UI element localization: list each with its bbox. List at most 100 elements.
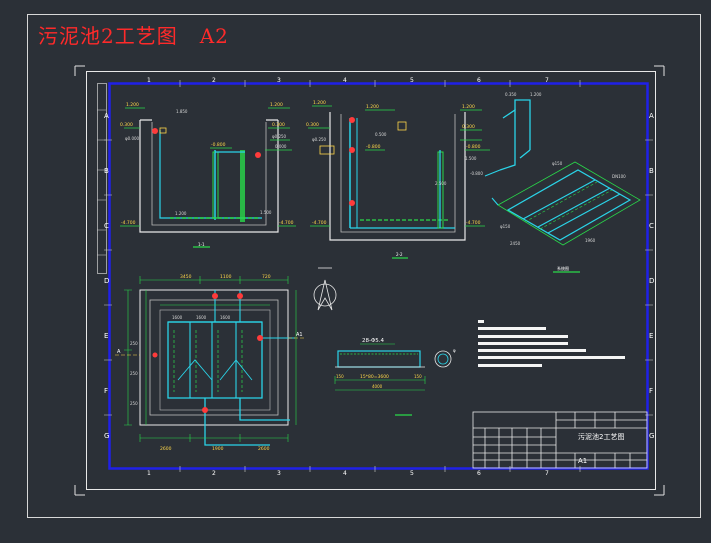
grid-column-label: 2: [212, 77, 216, 84]
grid-row-label: B: [104, 167, 109, 175]
svg-text:-4.700: -4.700: [466, 220, 481, 226]
svg-text:1.200: 1.200: [126, 102, 139, 108]
grid-row-label: A: [104, 112, 109, 120]
svg-text:0.300: 0.300: [306, 122, 319, 128]
svg-text:2600: 2600: [160, 446, 172, 452]
grid-column-label: 6: [477, 77, 481, 84]
plan-view[interactable]: 3450 1100 720 2600 1900 2600 1600 1600 1…: [115, 274, 412, 452]
svg-text:1.850: 1.850: [176, 109, 188, 114]
grid-column-label: 5: [410, 470, 414, 477]
grid-row-label: G: [104, 432, 110, 440]
svg-text:250: 250: [130, 341, 138, 346]
svg-text:4000: 4000: [372, 384, 383, 389]
svg-text:0.000: 0.000: [275, 144, 287, 149]
svg-text:250: 250: [130, 371, 138, 376]
svg-text:-0.800: -0.800: [366, 144, 381, 150]
svg-text:15*80=3600: 15*80=3600: [360, 374, 389, 380]
svg-text:2450: 2450: [510, 241, 521, 246]
svg-text:φ0.000: φ0.000: [125, 136, 140, 141]
sheet-size-label: A2: [199, 24, 229, 48]
section-view-2[interactable]: 1.200 1.200 1.200 0.300 0.300 -0.800 -0.800…: [306, 100, 490, 259]
grid-column-label: 7: [545, 77, 549, 84]
svg-text:150: 150: [336, 374, 344, 379]
svg-text:2.500: 2.500: [435, 181, 447, 186]
grid-column-label: 3: [277, 77, 281, 84]
svg-text:φ150: φ150: [500, 224, 511, 229]
grid-row-label: F: [649, 387, 654, 395]
svg-text:1.200: 1.200: [530, 92, 542, 97]
binding-ticks: [97, 109, 106, 256]
svg-text:0.300: 0.300: [272, 122, 285, 128]
isometric-pipe-view[interactable]: 0.350 1.200 -0.800 φ150 DN100 2450 1960 φ150…: [470, 92, 641, 273]
svg-text:1960: 1960: [585, 238, 596, 243]
svg-text:1.500: 1.500: [465, 156, 477, 161]
svg-text:1.200: 1.200: [462, 104, 475, 110]
svg-text:-0.800: -0.800: [470, 171, 483, 176]
inner-border: [108, 82, 649, 470]
north-arrow: [313, 267, 337, 311]
svg-text:1.200: 1.200: [366, 104, 379, 110]
grid-row-label: C: [649, 222, 654, 230]
svg-text:1.200: 1.200: [313, 100, 326, 106]
svg-text:1.500: 1.500: [260, 210, 272, 215]
svg-text:1-1: 1-1: [198, 242, 205, 247]
trim-marks: [74, 65, 665, 496]
title-block: [472, 411, 648, 469]
svg-text:-4.700: -4.700: [279, 220, 294, 226]
title-block-drawing-name: 污泥池2工艺图: [578, 433, 625, 441]
svg-text:0.300: 0.300: [120, 122, 133, 128]
svg-text:1100: 1100: [220, 274, 232, 280]
svg-text:1.200: 1.200: [270, 102, 283, 108]
grid-row-label: C: [104, 222, 109, 230]
svg-text:1600: 1600: [196, 315, 207, 320]
svg-text:A1: A1: [296, 332, 303, 338]
svg-text:-0.800: -0.800: [211, 142, 226, 148]
svg-text:1600: 1600: [172, 315, 183, 320]
detail-view[interactable]: 28-Φ5.4 15*80=3600 150 150 4000 φ: [334, 338, 456, 391]
grid-column-label: 1: [147, 470, 151, 477]
svg-text:φ0.250: φ0.250: [312, 137, 327, 142]
svg-text:φ150: φ150: [552, 161, 563, 166]
svg-text:-0.800: -0.800: [466, 144, 481, 150]
svg-text:720: 720: [262, 274, 271, 280]
svg-text:系统图: 系统图: [557, 265, 569, 271]
svg-text:1900: 1900: [212, 446, 224, 452]
svg-text:28-Φ5.4: 28-Φ5.4: [362, 338, 385, 344]
svg-text:3450: 3450: [180, 274, 192, 280]
grid-column-label: 6: [477, 470, 481, 477]
drawing-title-text: 污泥池2工艺图: [38, 24, 178, 48]
svg-text:2-2: 2-2: [396, 252, 403, 257]
svg-text:0.300: 0.300: [462, 124, 475, 130]
svg-text:-4.700: -4.700: [121, 220, 136, 226]
svg-text:1.200: 1.200: [175, 211, 187, 216]
grid-row-label: D: [649, 277, 655, 285]
svg-text:DN100: DN100: [612, 174, 626, 179]
binding-strip: [97, 83, 107, 274]
grid-row-label: E: [104, 332, 109, 340]
section-view-1[interactable]: 1.200 0.300 1.200 0.300 -0.800 -4.700 -4.70…: [120, 102, 296, 248]
grid-column-label: 3: [277, 470, 281, 477]
paper-outer-frame: [27, 14, 701, 518]
design-notes: [478, 320, 625, 367]
svg-text:0.350: 0.350: [505, 92, 517, 97]
svg-text:150: 150: [414, 374, 422, 379]
grid-column-label: 4: [343, 77, 347, 84]
grid-ticks: [104, 80, 653, 472]
grid-row-label: A: [649, 112, 654, 120]
grid-column-label: 2: [212, 470, 216, 477]
svg-text:1600: 1600: [220, 315, 231, 320]
svg-text:-4.700: -4.700: [312, 220, 327, 226]
svg-text:A: A: [117, 349, 121, 355]
grid-row-label: G: [649, 432, 655, 440]
grid-row-label: E: [649, 332, 654, 340]
grid-row-label: B: [649, 167, 654, 175]
grid-row-label: F: [104, 387, 109, 395]
grid-column-label: 1: [147, 77, 151, 84]
svg-text:φ: φ: [453, 348, 456, 353]
grid-row-label: D: [104, 277, 110, 285]
grid-column-label: 5: [410, 77, 414, 84]
svg-text:φ0.250: φ0.250: [272, 134, 287, 139]
grid-column-label: 7: [545, 470, 549, 477]
